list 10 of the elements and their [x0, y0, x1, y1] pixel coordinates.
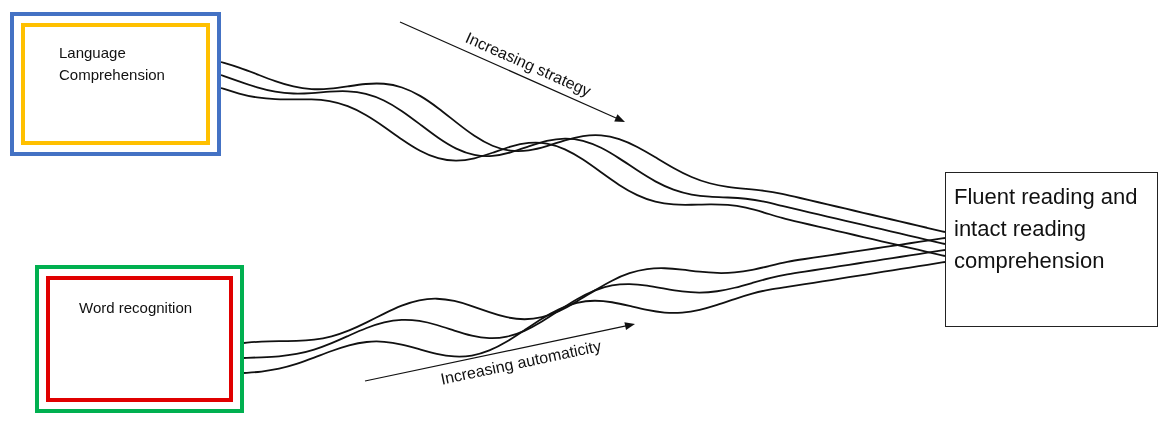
rope-strand — [243, 261, 946, 374]
node-label: Language Comprehension — [59, 43, 166, 85]
double-bordered-box — [10, 12, 221, 156]
arrow-label: Increasing automaticity — [439, 337, 603, 390]
double-bordered-box — [35, 265, 244, 413]
rope-strand — [243, 237, 946, 344]
node-label: Word recognition — [79, 298, 194, 318]
node-label: Fluent reading and intact reading comprehension — [954, 183, 1139, 275]
rope-strand — [243, 249, 946, 359]
text-box — [945, 172, 1158, 327]
